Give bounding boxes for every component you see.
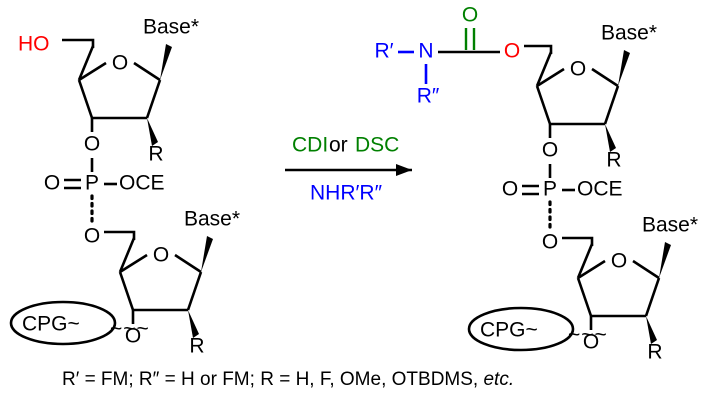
product-lower-base-label: Base* [642, 214, 698, 237]
lower-ring-oxygen-label: O [153, 244, 169, 267]
reagent-dsc-label: DSC [355, 134, 399, 157]
product-bond-c4-o-ring [536, 67, 565, 88]
lower-wedge-bond-to-r [188, 310, 199, 338]
product-bond-lower-c1-c2 [644, 277, 661, 317]
nitrogen-label: N [418, 40, 433, 63]
r-prime-label: R′ [374, 40, 393, 63]
cpg-linker-squiggle: ~~~ [110, 318, 150, 341]
product-cpg-label: CPG~ [480, 319, 538, 342]
reagent-or-label: or [329, 134, 348, 157]
product-lower-wedge-bond-to-r [646, 316, 657, 344]
product-cpg-ellipse [467, 306, 575, 352]
phosphorus-label: P [85, 172, 99, 195]
product-linker-oxygen-label: O [542, 139, 558, 162]
product-bond-lower-c5-c4 [576, 243, 594, 279]
product-phosphorus-label: P [543, 178, 557, 201]
product-upper-base-label: Base* [601, 22, 657, 45]
product-cpg-linker-squiggle: ~~~ [568, 324, 608, 347]
bond-lower-o-ring-c1 [174, 253, 202, 274]
product-bond-c3-c4 [535, 85, 552, 125]
ester-oxygen-label: O [504, 40, 520, 63]
product-support-oxygen-label: O [583, 331, 599, 354]
reactant-structure: HO O Base* R O P O OCE O [9, 16, 240, 358]
carbonyl-oxygen-label: O [462, 4, 478, 27]
product-lower-r-label: R [647, 341, 662, 364]
bond-o-ring-c1 [133, 61, 161, 82]
caption-italic: etc. [483, 369, 514, 390]
product-lower-wedge-bond-to-base [659, 242, 671, 278]
linker-oxygen-label: O [84, 133, 100, 156]
product-lower-ring-oxygen-label: O [611, 250, 627, 273]
product-wedge-bond-to-r [605, 124, 616, 152]
ring-oxygen-label: O [112, 52, 128, 75]
product-wedge-bond-to-base [618, 50, 630, 86]
r-double-prime-label: R″ [417, 85, 440, 108]
product-bond-lower-c3-c4 [576, 277, 593, 317]
product-upper-r-label: R [606, 149, 621, 172]
bond-c1-c2 [145, 79, 162, 119]
product-bridge-oxygen-label: O [542, 231, 558, 254]
product-bond-lower-o-ring-c1 [632, 259, 660, 280]
product-structure: R′ N R″ O O O Base* R O [374, 4, 698, 364]
bond-lower-c4-o-ring [119, 253, 148, 274]
wedge-bond-to-r [147, 118, 158, 146]
product-bond-c1-c2 [603, 85, 620, 125]
product-bond-c5-c4 [535, 51, 553, 87]
support-oxygen-label: O [125, 325, 141, 348]
caption-line: R′ = FM; R″ = H or FM; R = H, F, OMe, OT… [62, 369, 514, 390]
bond-lower-c5-c4 [118, 237, 136, 273]
product-bond-o-lower-c5 [562, 236, 594, 246]
wedge-bond-to-base [160, 44, 172, 80]
bond-ho-c5 [62, 38, 95, 48]
product-phosphoryl-oxygen-label: O [502, 178, 518, 201]
hydroxyl-label: HO [18, 33, 50, 56]
product-bond-lower-c4-o-ring [577, 259, 606, 280]
bond-ester-o-c5 [524, 44, 553, 54]
bond-c3-c4 [77, 79, 94, 119]
oce-label: OCE [119, 172, 165, 195]
product-oce-label: OCE [577, 178, 623, 201]
bond-c4-o-ring-left [78, 61, 107, 82]
reagent-cdi-label: CDI [292, 134, 328, 157]
arrow-head [396, 164, 412, 176]
bond-c5-c4 [77, 45, 95, 81]
bond-o-lower-c5 [104, 230, 136, 240]
reaction-arrow-group: CDI or DSC NHR′R″ [285, 134, 412, 205]
caption-plain: R′ = FM; R″ = H or FM; R = H, F, OMe, OT… [62, 369, 483, 390]
bond-lower-c1-c2 [186, 271, 203, 311]
upper-base-label: Base* [143, 16, 199, 39]
lower-wedge-bond-to-base [201, 236, 213, 272]
upper-r-label: R [148, 143, 163, 166]
lower-base-label: Base* [184, 208, 240, 231]
product-bond-o-ring-c1 [591, 67, 619, 88]
bond-lower-c3-c4 [118, 271, 135, 311]
cpg-label: CPG~ [22, 313, 80, 336]
amine-reagent-label: NHR′R″ [310, 182, 383, 205]
lower-r-label: R [189, 335, 204, 358]
caption: R′ = FM; R″ = H or FM; R = H, F, OMe, OT… [62, 369, 514, 390]
phosphoryl-oxygen-label: O [44, 172, 60, 195]
cpg-ellipse [9, 300, 117, 346]
bridge-oxygen-label: O [84, 225, 100, 248]
product-ring-oxygen-label: O [570, 58, 586, 81]
